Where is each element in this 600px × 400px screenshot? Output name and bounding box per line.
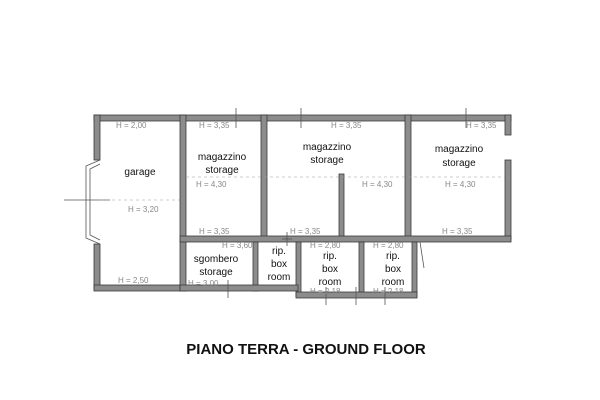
room-label-box-1: box <box>271 259 287 270</box>
room-label-storage-3: magazzino <box>435 144 484 155</box>
height-label: H = 2,50 <box>118 276 149 285</box>
height-label: H = 3,35 <box>331 121 362 130</box>
height-label: H = 3,35 <box>466 121 497 130</box>
room-label-sgombero: sgombero <box>194 254 239 265</box>
height-label: H = 2,18 <box>373 287 404 296</box>
height-label: H = 4,30 <box>362 180 393 189</box>
room-label-box-2: room <box>319 277 342 288</box>
room-label-box-2: box <box>322 264 338 275</box>
height-lines <box>100 176 505 201</box>
height-label: H = 3,00 <box>188 279 219 288</box>
room-label-storage-1: magazzino <box>198 152 247 163</box>
room-label-storage-2: storage <box>310 155 344 166</box>
room-label-storage-1: storage <box>205 165 239 176</box>
openings <box>64 108 472 305</box>
height-label: H = 3,35 <box>199 227 230 236</box>
room-labels: garage magazzino storage magazzino stora… <box>124 142 483 288</box>
height-label: H = 3,20 <box>128 205 159 214</box>
height-label: H = 3,35 <box>290 227 321 236</box>
room-label-box-2: rip. <box>323 251 337 262</box>
height-annotations: H = 2,00 H = 3,20 H = 2,50 H = 3,35 H = … <box>116 121 497 296</box>
height-label: H = 2,18 <box>310 287 341 296</box>
room-label-sgombero: storage <box>199 267 233 278</box>
room-label-box-3: box <box>385 264 401 275</box>
room-label-box-1: rip. <box>272 246 286 257</box>
height-label: H = 2,80 <box>310 241 341 250</box>
height-label: H = 3,35 <box>442 227 473 236</box>
room-label-storage-2: magazzino <box>303 142 352 153</box>
room-label-box-3: room <box>382 277 405 288</box>
walls <box>93 114 512 299</box>
room-label-box-1: room <box>268 272 291 283</box>
height-label: H = 4,30 <box>196 180 227 189</box>
height-label: H = 4,30 <box>445 180 476 189</box>
plan-title: PIANO TERRA - GROUND FLOOR <box>186 341 426 358</box>
height-label: H = 3,60 <box>222 241 253 250</box>
height-label: H = 3,35 <box>199 121 230 130</box>
height-label: H = 2,80 <box>373 241 404 250</box>
room-label-box-3: rip. <box>386 251 400 262</box>
height-label: H = 2,00 <box>116 121 147 130</box>
room-label-garage: garage <box>124 167 156 178</box>
room-label-storage-3: storage <box>442 158 476 169</box>
